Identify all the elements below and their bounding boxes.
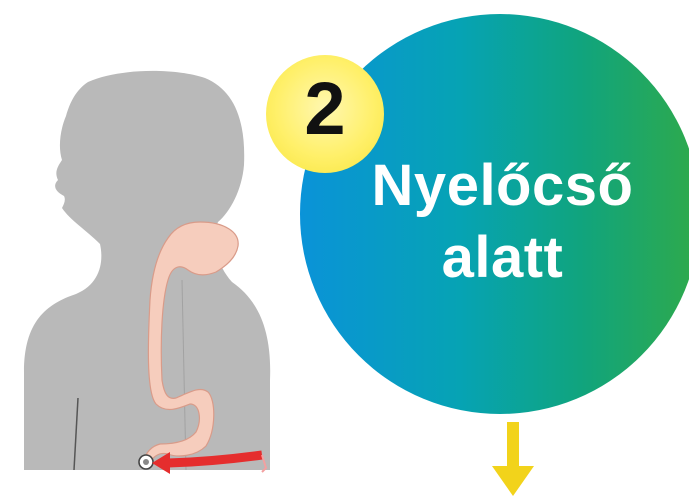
capsule-icon: [139, 455, 153, 469]
step-heading: Nyelőcső alatt: [330, 150, 675, 294]
person-illustration: [0, 0, 300, 500]
down-arrow-icon: [488, 420, 538, 500]
step-title-line2: alatt: [330, 222, 675, 294]
person-silhouette: [24, 71, 270, 470]
step-title-line1: Nyelőcső: [330, 150, 675, 222]
step-number: 2: [266, 64, 384, 154]
